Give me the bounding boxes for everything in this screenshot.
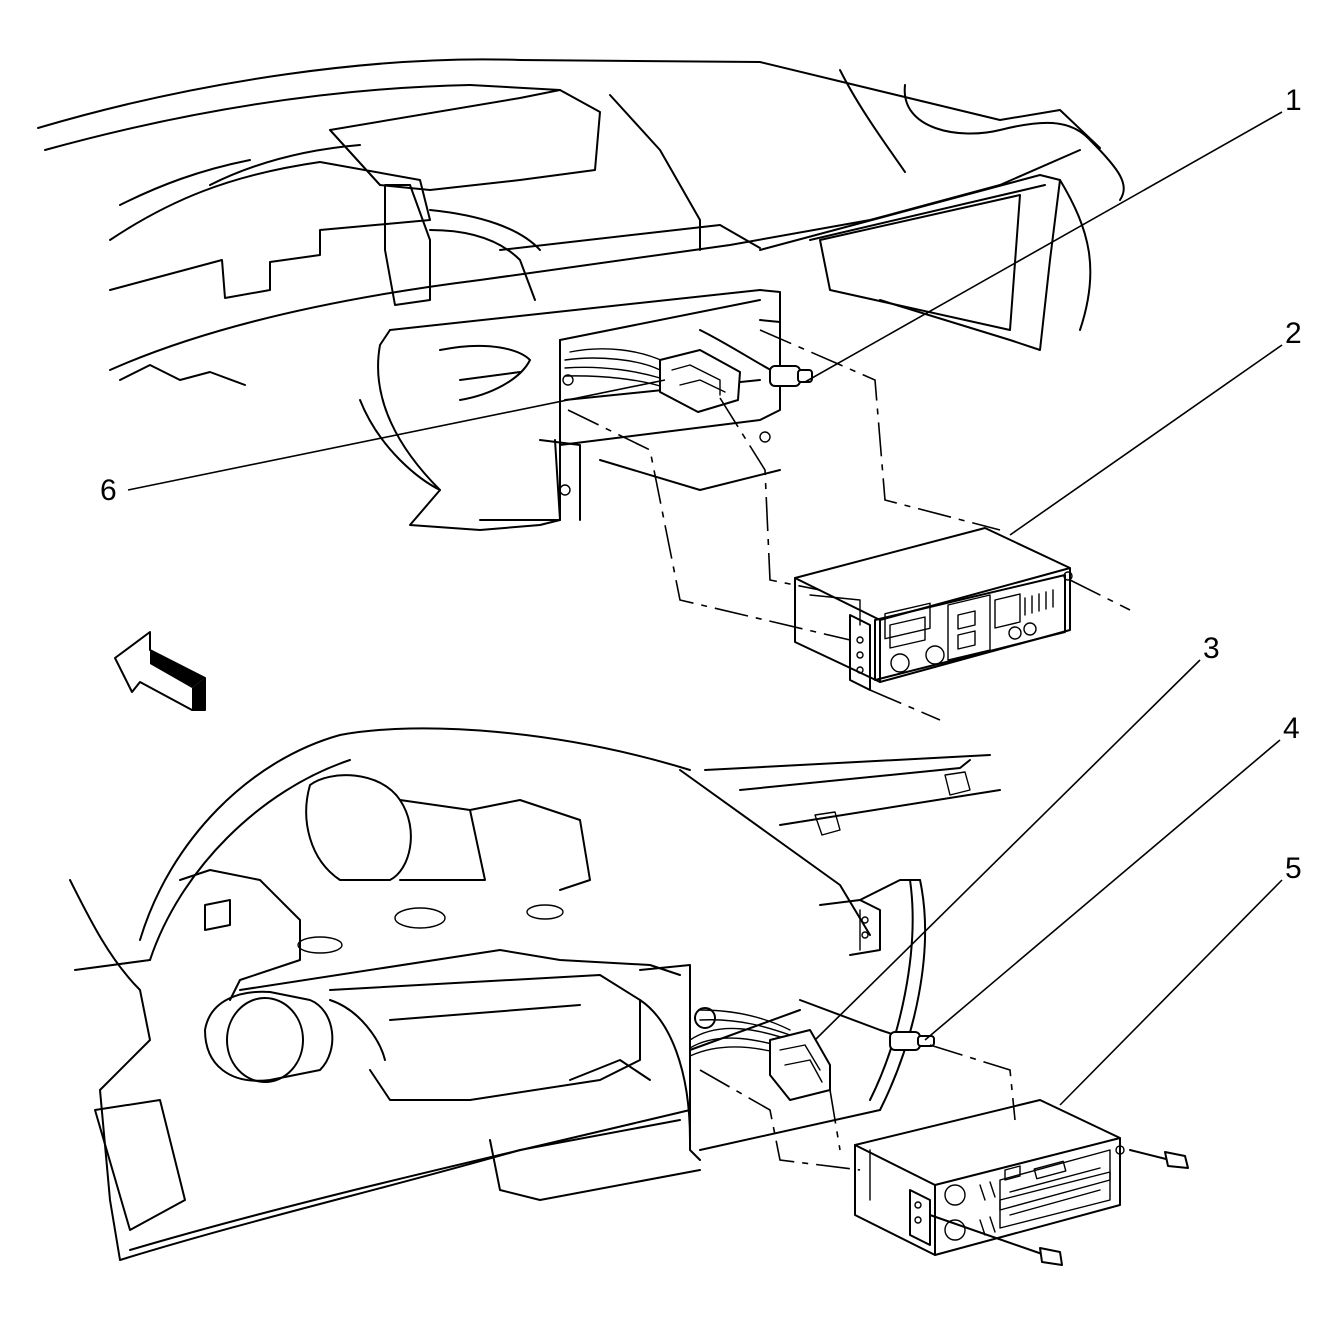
callout-labels: 1 2 3 4 5 6 (100, 84, 1302, 885)
callout-5: 5 (1285, 852, 1302, 885)
antenna-plug-icon (889, 1031, 935, 1051)
lower-install-guides (699, 1044, 1016, 1171)
wiring-connector-icon (769, 1029, 831, 1101)
callout-2: 2 (1285, 317, 1302, 350)
leader-lines (127, 111, 1283, 1106)
callout-1: 1 (1285, 84, 1302, 117)
antenna-plug-icon (699, 329, 813, 387)
upper-instrument-panel (37, 58, 1125, 531)
lower-instrument-panel (69, 727, 1001, 1261)
upper-install-guides (567, 329, 1131, 721)
bolt-icon (1129, 1149, 1189, 1169)
radio-receiver-lower (854, 1099, 1125, 1256)
bolt-icon (929, 1214, 1063, 1266)
callout-4: 4 (1283, 712, 1300, 745)
forward-arrow-icon (114, 631, 206, 711)
callout-6: 6 (100, 474, 117, 507)
radio-receiver-upper (794, 527, 1073, 691)
wiring-connector-icon (659, 349, 741, 413)
callout-3: 3 (1203, 632, 1220, 665)
